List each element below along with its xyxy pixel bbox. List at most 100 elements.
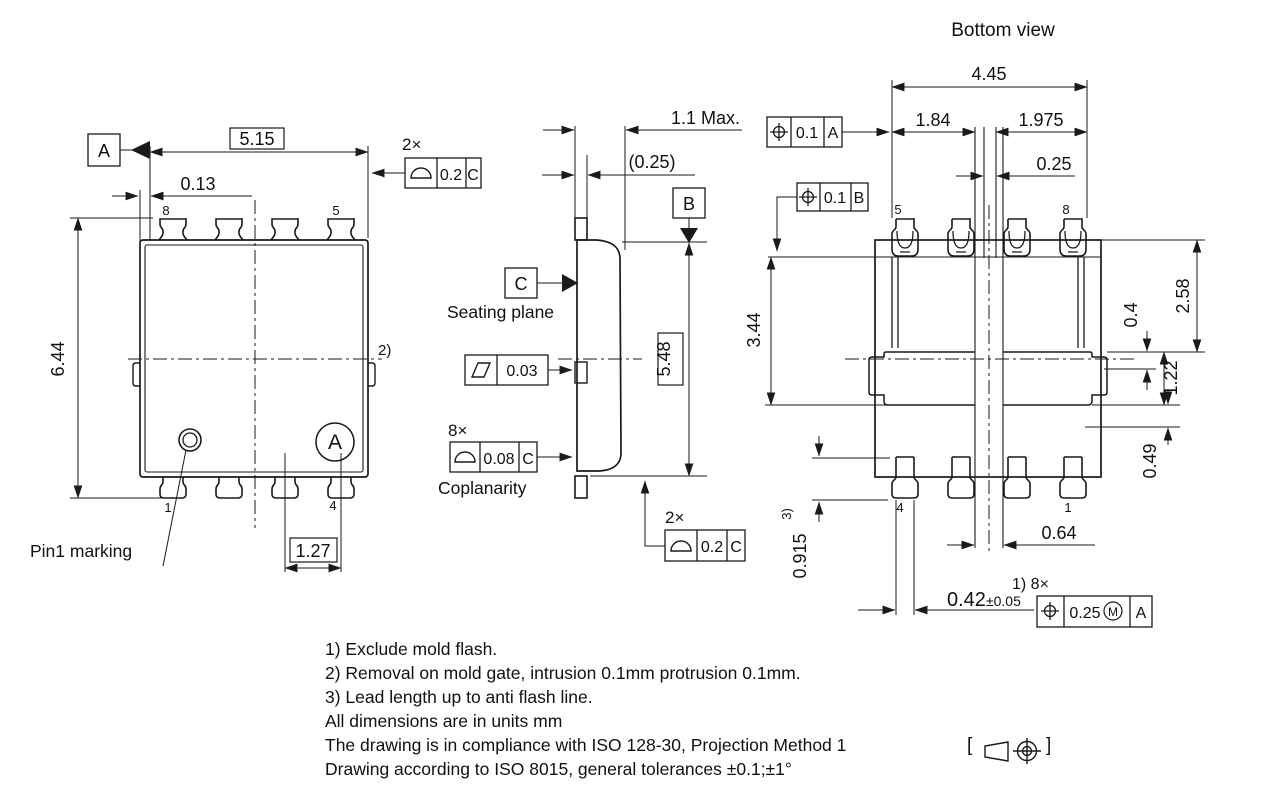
projection-bracket-open: [ [967, 735, 973, 756]
fcf-coplanarity-tolerance: 0.08 [483, 451, 514, 468]
front-pin8-label: 8 [162, 203, 169, 218]
dim-0-915: 0.915 [790, 533, 810, 578]
bottom-view: Bottom view [744, 20, 1205, 628]
pin1-marking-icon [178, 428, 202, 452]
dim-5-48-box [657, 332, 684, 386]
fcf-pos-leads-datum: A [1136, 605, 1147, 622]
note-1: 1) Exclude mold flash. [325, 639, 497, 659]
side-view: 1.1 Max. (0.25) B 5.48 C Seating plane 0… [438, 108, 746, 562]
side-extension-lines [574, 126, 707, 477]
dim-0-25-slot: 0.25 [1036, 154, 1071, 174]
position-icon [799, 188, 817, 206]
front-left-tab [132, 362, 140, 387]
fcf-front-profile: 2× 0.2 C [371, 135, 482, 189]
fcf-lead-tips-leader [640, 480, 665, 547]
note-2: 2) Removal on mold gate, intrusion 0.1mm… [325, 663, 801, 683]
pin1-marking-label: Pin1 marking [30, 541, 132, 561]
front-top-pins [158, 218, 356, 241]
note-units: All dimensions are in units mm [325, 711, 562, 731]
fcf-front-tolerance: 0.2 [440, 167, 462, 184]
fcf-lead-tips: 2× 0.2 C [640, 480, 746, 562]
dim-1-975: 1.975 [1018, 110, 1063, 130]
pad-left-half [868, 351, 975, 406]
dim-0-13: 0.13 [180, 174, 215, 194]
fcf-pos-b-leader [772, 196, 797, 252]
dim-5-15-box [229, 127, 285, 150]
position-icon [1041, 602, 1059, 620]
fcf-front-datum: C [467, 167, 479, 184]
fcf-position-a: 0.1 A [766, 116, 890, 148]
front-bottom-pins [159, 476, 355, 499]
seating-plane-label: Seating plane [447, 302, 554, 322]
fcf-lead-tips-tolerance: 0.2 [701, 539, 723, 556]
dim-2-58: 2.58 [1173, 278, 1193, 313]
dim-1-27: 1.27 [295, 541, 330, 561]
fcf-flatness-tolerance: 0.03 [506, 363, 537, 380]
bottom-pin5-label: 5 [894, 202, 901, 217]
fcf-flatness: 0.03 [464, 354, 573, 386]
note-iso-8015: Drawing according to ISO 8015, general t… [325, 759, 792, 779]
front-pin5-label: 5 [332, 203, 339, 218]
dim-5-48: 5.48 [654, 341, 674, 376]
fcf-front-count: 2× [402, 135, 421, 154]
profile-of-surface-icon [454, 451, 476, 463]
dim-1-27-box [289, 537, 338, 563]
front-pin4-label: 4 [329, 498, 336, 513]
first-angle-projection-icon [984, 738, 1041, 764]
coplanarity-label: Coplanarity [438, 478, 527, 498]
datum-a-label: A [98, 141, 110, 161]
dim-0-64: 0.64 [1041, 523, 1076, 543]
fcf-pos-a-tolerance: 0.1 [796, 125, 818, 142]
fcf-coplanarity: 8× 0.08 C Coplanarity [438, 421, 573, 498]
marking-letter: A [328, 431, 342, 454]
datum-c-label: C [515, 274, 528, 294]
center-slot-lines [974, 127, 1004, 548]
side-body-outline [576, 239, 622, 472]
side-bottom-lead [574, 475, 588, 499]
fcf-pos-b-datum: B [854, 190, 865, 207]
leadframe-lines [768, 256, 1101, 348]
bottom-pin4-label: 4 [896, 500, 903, 515]
front-right-tab [368, 362, 376, 387]
note-ref-3: 3) [779, 508, 794, 520]
fcf-lead-tips-count: 2× [665, 508, 684, 527]
note-3: 3) Lead length up to anti flash line. [325, 687, 593, 707]
front-pin1-label: 1 [164, 500, 171, 515]
mmc-modifier-icon [1103, 601, 1123, 621]
dim-1-1-max: 1.1 Max. [671, 108, 740, 128]
fcf-coplanarity-datum: C [522, 451, 534, 468]
flatness-icon [470, 362, 492, 378]
dim-3-44: 3.44 [744, 312, 764, 347]
projection-bracket-close: ] [1046, 735, 1051, 756]
front-note-ref-2: 2) [378, 342, 391, 359]
dim-0-25-ref: (0.25) [628, 152, 675, 172]
dim-0-42: 0.42±0.05 [947, 589, 1021, 611]
fcf-pos-leads-count: 1) 8× [1012, 576, 1049, 593]
front-view: A Pin1 marking 2) 8 5 1 4 5.15 0.13 6.44 [30, 127, 482, 573]
notes-block: 1) Exclude mold flash. 2) Removal on mol… [325, 639, 1051, 779]
dim-1-22: 1.22 [1161, 360, 1181, 395]
side-top-lead [574, 217, 588, 241]
dim-1-84: 1.84 [915, 110, 950, 130]
fcf-coplanarity-count: 8× [448, 421, 467, 440]
dim-0-4: 0.4 [1121, 302, 1141, 327]
fcf-position-leads: 1) 8× 0.25 M A [1012, 576, 1153, 628]
bottom-extension-lines [765, 80, 1205, 615]
front-centerlines [128, 200, 382, 528]
profile-of-surface-icon [670, 540, 692, 552]
fcf-pos-leads-tolerance: 0.25 [1069, 605, 1100, 622]
front-extension-lines [70, 146, 369, 572]
fcf-lead-tips-datum: C [730, 539, 742, 556]
fcf-position-b: 0.1 B [772, 182, 869, 252]
dim-4-45: 4.45 [971, 64, 1006, 84]
profile-of-surface-icon [410, 167, 432, 179]
dim-0-49: 0.49 [1140, 443, 1160, 478]
datum-a-triangle-icon [131, 141, 150, 159]
bottom-centerlines [845, 205, 1135, 552]
datum-b-label: B [683, 194, 695, 214]
fcf-pos-a-datum: A [828, 125, 839, 142]
side-tab [574, 361, 588, 384]
note-iso-128: The drawing is in compliance with ISO 12… [325, 735, 846, 755]
